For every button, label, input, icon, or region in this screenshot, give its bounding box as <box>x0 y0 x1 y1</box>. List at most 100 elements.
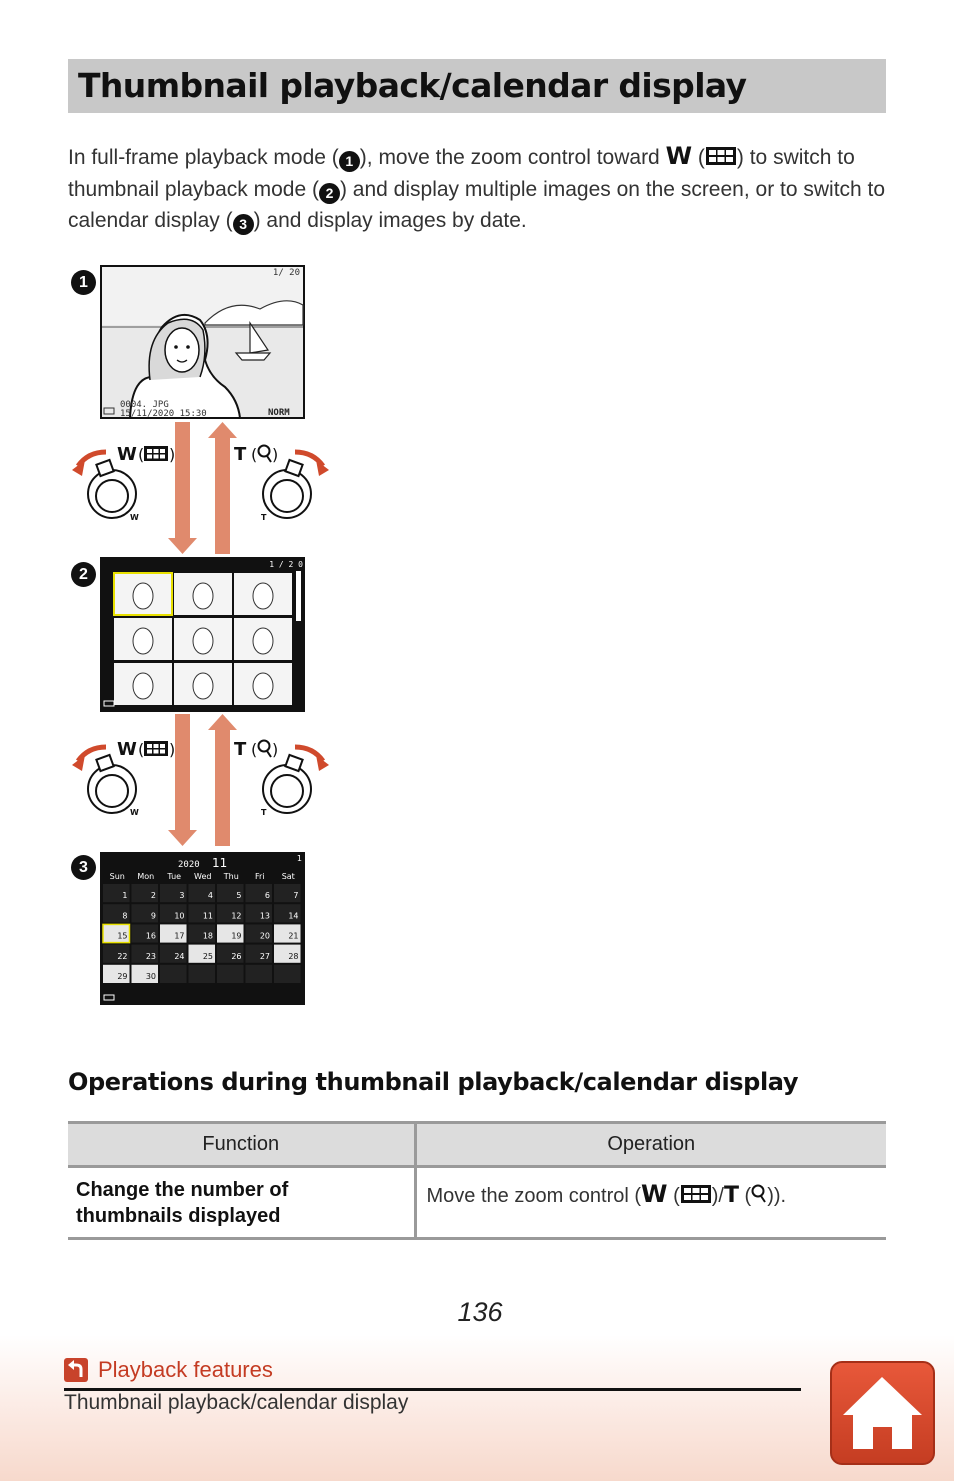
calendar-day-cell[interactable] <box>160 924 187 943</box>
w-small-label: W <box>130 808 139 817</box>
page-number: 136 <box>457 1297 503 1327</box>
thumbnail-grid-icon <box>680 1185 711 1203</box>
t-label: T <box>234 739 247 760</box>
calendar-day-number: 18 <box>203 932 213 941</box>
calendar-day-number: 14 <box>288 911 298 920</box>
full-frame-screen: 1/ 20 0004. JPG 15/11/2020 15:30 NORM <box>100 265 305 419</box>
calendar-day-cell[interactable] <box>131 944 159 963</box>
calendar-day-cell[interactable] <box>245 924 273 943</box>
marker-2: 2 <box>71 562 96 587</box>
calendar-day-cell[interactable] <box>131 904 159 923</box>
calendar-day-number: 6 <box>265 891 270 900</box>
file-name: 0004. JPG <box>120 400 169 410</box>
calendar-day-cell[interactable] <box>245 884 273 903</box>
calendar-month: 11 <box>212 856 227 870</box>
calendar-day-number: 12 <box>231 911 241 920</box>
function-text: Change the number of <box>76 1179 289 1201</box>
footer-background <box>0 1335 954 1481</box>
home-button[interactable] <box>830 1361 935 1465</box>
zoom-dial-icon: T <box>261 744 329 817</box>
calendar-day-number: 4 <box>208 891 213 900</box>
footer-breadcrumb[interactable]: Thumbnail playback/calendar display <box>64 1391 409 1414</box>
calendar-day-cell[interactable] <box>188 964 216 983</box>
t-label: T <box>234 444 247 465</box>
calendar-day-cell[interactable] <box>131 964 159 983</box>
magnifier-icon <box>257 739 272 758</box>
operation-text: ( <box>738 1185 752 1207</box>
calendar-day-cell[interactable] <box>188 924 216 943</box>
svg-text:(: ( <box>138 740 144 759</box>
calendar-day-cell[interactable] <box>103 944 130 963</box>
weekday-label: Sat <box>282 872 295 881</box>
calendar-day-cell[interactable] <box>274 904 301 923</box>
calendar-day-cell[interactable] <box>245 944 273 963</box>
playback-features-link[interactable]: Playback features <box>64 1357 273 1383</box>
calendar-day-cell[interactable] <box>102 923 131 944</box>
calendar-day-cell[interactable] <box>160 964 187 983</box>
calendar-day-number: 9 <box>151 911 156 920</box>
calendar-day-number: 15 <box>117 932 127 941</box>
calendar-day-cell[interactable] <box>103 884 130 903</box>
weekday-label: Sun <box>110 872 125 881</box>
svg-text:(: ( <box>251 740 257 759</box>
calendar-day-cell[interactable] <box>217 904 244 923</box>
calendar-day-cell[interactable] <box>245 964 273 983</box>
thumbnail-screen: 1 / 2 0 <box>100 557 305 712</box>
calendar-day-number: 28 <box>288 952 298 961</box>
calendar-day-cell[interactable] <box>217 924 244 943</box>
calendar-day-cell[interactable] <box>131 884 159 903</box>
calendar-day-number: 7 <box>293 891 298 900</box>
calendar-day-cell[interactable] <box>103 964 130 983</box>
magnifier-icon <box>751 1184 767 1203</box>
thumbnail-figure <box>132 627 154 655</box>
zoom-dial-icon: W <box>72 744 139 817</box>
calendar-day-cell[interactable] <box>217 964 244 983</box>
calendar-day-cell[interactable] <box>188 944 216 963</box>
w-label: W <box>117 739 137 760</box>
zoom-dial-icon: T <box>261 449 329 522</box>
intro-paragraph: In full-frame playback mode (1), move th… <box>68 141 888 237</box>
magnifier-icon <box>257 444 272 463</box>
calendar-day-cell[interactable] <box>103 904 130 923</box>
operation-cell: Move the zoom control (W ()/T ()). <box>415 1166 886 1240</box>
calendar-day-cell[interactable] <box>217 944 244 963</box>
calendar-day-cell[interactable] <box>188 884 216 903</box>
calendar-day-cell[interactable] <box>274 944 301 963</box>
calendar-day-number: 13 <box>260 911 270 920</box>
page-title: Thumbnail playback/calendar display <box>78 66 747 105</box>
thumbnail-grid-icon <box>705 147 736 165</box>
date-time: 15/11/2020 15:30 <box>120 409 207 419</box>
weekday-label: Mon <box>137 872 154 881</box>
calendar-count: 1 <box>297 854 302 863</box>
calendar-day-cell[interactable] <box>245 904 273 923</box>
calendar-day-cell[interactable] <box>217 884 244 903</box>
calendar-day-cell[interactable] <box>160 904 187 923</box>
calendar-day-number: 17 <box>174 932 184 941</box>
section-heading: Operations during thumbnail playback/cal… <box>68 1068 799 1096</box>
calendar-day-number: 20 <box>260 932 270 941</box>
intro-text: ) to switch to thumbnail playback mode ( <box>68 146 855 201</box>
calendar-day-cell[interactable] <box>188 904 216 923</box>
calendar-day-cell[interactable] <box>160 884 187 903</box>
calendar-day-cell[interactable] <box>274 924 301 943</box>
calendar-day-number: 8 <box>122 911 127 920</box>
thumbnail-figure <box>192 582 214 610</box>
calendar-day-cell[interactable] <box>131 924 159 943</box>
calendar-day-number: 2 <box>151 891 156 900</box>
operation-text: ( <box>667 1185 680 1207</box>
calendar-day-number: 22 <box>117 952 127 961</box>
marker-3: 3 <box>71 855 96 880</box>
marker-1: 1 <box>71 270 96 295</box>
operation-text: )). <box>767 1185 787 1207</box>
calendar-day-cell[interactable] <box>274 884 301 903</box>
calendar-day-number: 29 <box>117 972 127 981</box>
thumbnail-figure <box>252 582 274 610</box>
zoom-controls-1: W ( ) T ( ) W T <box>72 422 329 554</box>
thumbnail-figure <box>192 627 214 655</box>
calendar-day-cell[interactable] <box>274 964 301 983</box>
thumbnail-grid-icon <box>144 446 168 461</box>
quality-mode: NORM <box>268 408 290 418</box>
calendar-day-cell[interactable] <box>160 944 187 963</box>
